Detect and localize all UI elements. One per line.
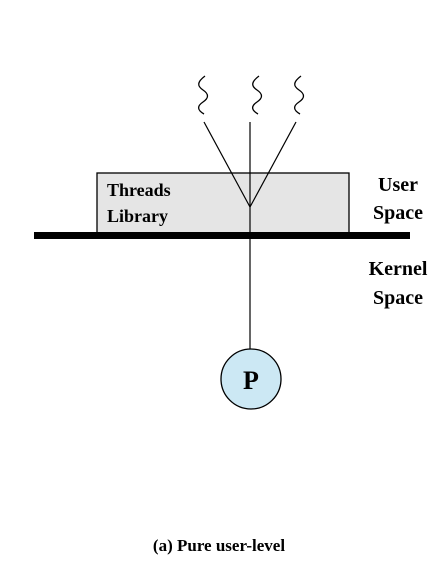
user-space-label-line2: Space [373, 202, 423, 224]
user-kernel-boundary [34, 232, 410, 239]
process-label: P [243, 366, 259, 395]
kernel-space-label-line1: Kernel [369, 258, 428, 280]
thread-connector-1 [203, 121, 251, 208]
thread-connector-3 [249, 121, 297, 208]
process-circle [220, 348, 282, 410]
user-thread-2 [251, 75, 263, 115]
threads-library-label-line1: Threads [107, 180, 171, 200]
user-space-label-line1: User [378, 174, 418, 196]
user-thread-1 [197, 75, 209, 115]
threads-library-box [96, 172, 350, 237]
threads-library-label-line2: Library [107, 206, 168, 226]
user-thread-3 [293, 75, 305, 115]
kernel-space-label-line2: Space [373, 287, 423, 309]
figure-caption: (a) Pure user-level [153, 536, 285, 555]
